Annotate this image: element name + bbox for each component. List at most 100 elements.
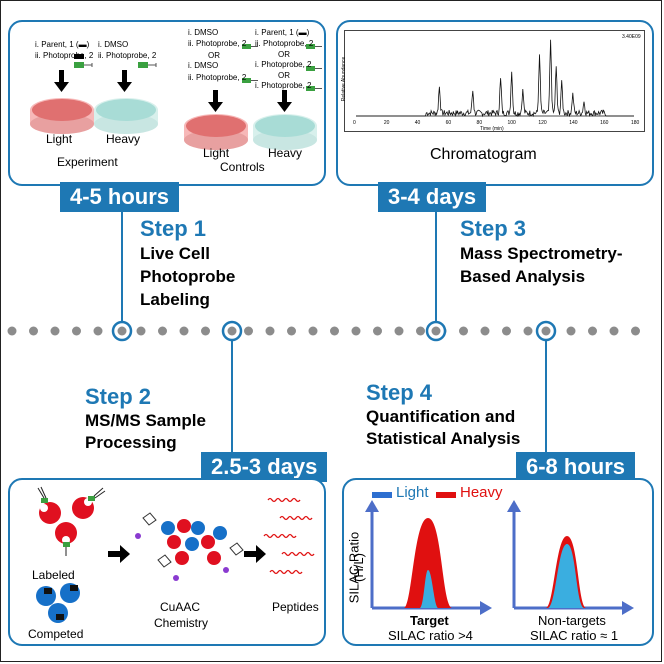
timeline-dots: [7, 320, 640, 342]
timeline-dot: [588, 326, 597, 336]
light-dish-icon: [30, 98, 94, 134]
cuaac-label-2: Chemistry: [154, 616, 209, 630]
exp-light-treat-1: i. Parent, 1 (▬): [35, 40, 90, 49]
chrom-xtick: 60: [445, 120, 452, 126]
step-1-title: Step 1: [140, 216, 207, 241]
time-tag-2-5-3-days: 2.5-3 days: [201, 452, 328, 482]
timeline-dot: [394, 326, 404, 336]
timeline-marker-dot: [227, 326, 237, 336]
control-heavy-dish-icon: [253, 114, 317, 150]
step-1-desc-1: Live Cell: [140, 244, 210, 263]
chromatogram-line: [356, 39, 634, 118]
probe-icon: [242, 44, 258, 49]
step-2-title: Step 2: [85, 384, 152, 409]
control-light-dish-icon: [184, 114, 248, 150]
peptide-squiggle: [279, 515, 313, 521]
ctrl-caption: Controls: [220, 160, 265, 174]
ctrl-light-treat-or: OR: [208, 51, 220, 60]
timeline-dot: [416, 326, 425, 336]
timeline-dot: [609, 326, 619, 336]
connector-step-4: [545, 338, 547, 468]
ctrl-heavy-treat-3: i. Photoprobe, 2: [255, 60, 312, 69]
timeline-dot: [631, 326, 640, 336]
chrom-xtick: 160: [600, 120, 609, 126]
chrom-xtick: 140: [569, 120, 578, 126]
peptide-squiggle: [269, 569, 303, 575]
legend-heavy-swatch: [436, 492, 456, 498]
timeline-marker-dot: [541, 326, 551, 336]
processing-graphics: [36, 486, 315, 623]
nontarget-label: Non-targets: [538, 613, 606, 628]
timeline-dot: [459, 326, 468, 336]
cuaac-label-1: CuAAC: [160, 600, 201, 614]
timeline-dot: [29, 326, 38, 336]
labeled-label: Labeled: [32, 568, 75, 582]
step-3-desc-2: Based Analysis: [460, 267, 586, 286]
step-4-desc-2: Statistical Analysis: [366, 429, 521, 448]
probe-icon: [74, 54, 84, 59]
timeline-dot: [308, 326, 318, 336]
chromatogram-panel: [336, 20, 654, 186]
time-tag-3-4-days: 3-4 days: [378, 182, 487, 212]
peptides-label: Peptides: [272, 600, 319, 614]
target-label: Target: [410, 613, 449, 628]
timeline-dot: [72, 326, 81, 336]
chromatogram-caption: Chromatogram: [430, 146, 537, 163]
step-4-desc-1: Quantification and: [366, 407, 516, 426]
step-3-desc-1: Mass Spectrometry-: [460, 244, 623, 263]
chrom-xtick: 0: [353, 120, 356, 126]
ctrl-heavy-label: Heavy: [268, 146, 303, 160]
exp-light-label: Light: [46, 132, 73, 146]
ctrl-heavy-treat-or-1: OR: [278, 50, 290, 59]
probe-icon: [242, 78, 258, 83]
timeline-dot: [287, 326, 296, 336]
timeline-dot: [502, 326, 511, 336]
chrom-corner-value: 3.40E09: [622, 34, 641, 40]
nontarget-peak: [546, 536, 586, 608]
peptide-squiggle: [263, 533, 297, 539]
chromatogram-plot: [344, 30, 645, 132]
exp-heavy-treat-1: i. DMSO: [98, 40, 129, 49]
timeline-dot: [244, 326, 253, 336]
competed-label: Competed: [28, 627, 84, 641]
time-tag-6-8-hours: 6-8 hours: [516, 452, 636, 482]
legend-light-swatch: [372, 492, 392, 498]
ctrl-heavy-treat-1: i. Parent, 1 (▬): [255, 28, 310, 37]
timeline-dot: [523, 326, 533, 336]
exp-heavy-label: Heavy: [106, 132, 141, 146]
down-arrow-icon: [208, 90, 223, 112]
timeline-marker-dot: [117, 326, 127, 336]
connector-step-1: [121, 212, 123, 322]
timeline-dot: [265, 326, 275, 336]
exp-heavy-treat-2: ii. Photoprobe, 2: [98, 51, 157, 60]
probe-icon: [306, 86, 322, 91]
ctrl-heavy-treat-2: ii. Photoprobe, 2: [255, 39, 314, 48]
peptide-squiggle: [281, 551, 315, 557]
experiment-graphics: [30, 44, 322, 150]
timeline-dot: [330, 326, 339, 336]
quant-panel: [342, 478, 654, 646]
timeline-dot: [373, 326, 382, 336]
timeline-dot: [566, 326, 576, 336]
timeline-dot: [351, 326, 361, 336]
ctrl-light-treat-4: ii. Photoprobe, 2: [188, 73, 247, 82]
down-arrow-icon: [117, 70, 132, 92]
ctrl-light-label: Light: [203, 146, 230, 160]
competed-protein-icon: [36, 583, 80, 623]
probe-icon: [74, 62, 93, 68]
chrom-xtick: 180: [631, 120, 640, 126]
quant-ylabel-2: (H/L): [350, 553, 366, 582]
peptide-squiggle: [267, 497, 301, 503]
exp-caption: Experiment: [57, 155, 118, 169]
timeline-dot: [158, 326, 167, 336]
chrom-xlabel: Time (min): [480, 126, 504, 132]
ctrl-light-treat-2: ii. Photoprobe, 2: [188, 39, 247, 48]
ctrl-heavy-treat-4: i. Photoprobe, 2: [255, 81, 312, 90]
heavy-dish-icon: [94, 98, 158, 134]
probe-icon: [306, 66, 322, 71]
peptide-icon: [263, 497, 315, 575]
timeline-dot: [93, 326, 103, 336]
timeline-dot: [179, 326, 189, 336]
step-1-desc-3: Labeling: [140, 290, 210, 309]
